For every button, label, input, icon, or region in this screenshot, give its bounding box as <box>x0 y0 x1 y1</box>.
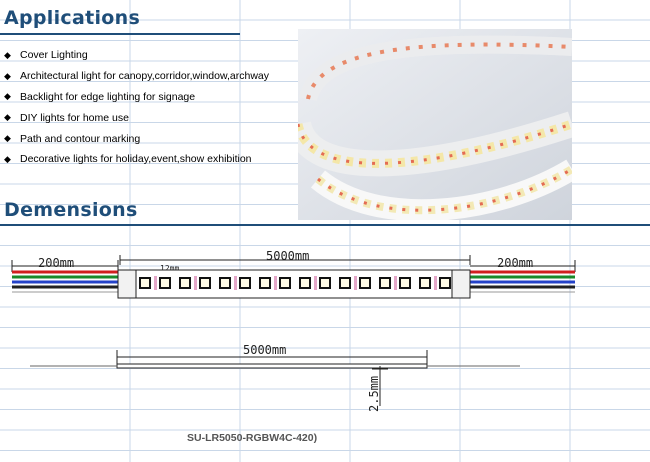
application-text: Cover Lighting <box>20 49 88 62</box>
led-chip <box>279 277 291 289</box>
diamond-bullet-icon: ◆ <box>4 91 11 102</box>
dimension-drawing: 200mm 5000mm 200mm 12mm 5000mm 2.5mm <box>11 249 576 412</box>
led-chip <box>199 277 211 289</box>
led-chip <box>399 277 411 289</box>
application-text: Backlight for edge lighting for signage <box>20 90 196 103</box>
led-chip <box>439 277 451 289</box>
segment-label: 12mm <box>160 264 179 273</box>
led-chip <box>259 277 271 289</box>
left-wires <box>12 270 118 293</box>
application-text: Decorative lights for holiday,event,show… <box>20 153 252 166</box>
strip-length-label: 5000mm <box>266 249 309 263</box>
diamond-bullet-icon: ◆ <box>4 70 11 81</box>
thickness-label: 2.5mm <box>367 376 381 412</box>
application-text: DIY lights for home use <box>20 111 129 124</box>
lead-left-label: 200mm <box>38 256 74 270</box>
led-chip <box>299 277 311 289</box>
diamond-bullet-icon: ◆ <box>4 153 11 164</box>
list-item: ◆ Cover Lighting <box>4 45 269 66</box>
led-strip-photo <box>298 29 572 220</box>
resistor <box>274 276 277 290</box>
led-chip <box>359 277 371 289</box>
applications-heading: Applications <box>4 7 141 29</box>
led-chip <box>159 277 171 289</box>
application-text: Architectural light for canopy,corridor,… <box>20 70 270 83</box>
led-chip <box>239 277 251 289</box>
applications-list: ◆ Cover Lighting ◆ Architectural light for… <box>4 45 269 170</box>
resistor <box>434 276 437 290</box>
diamond-bullet-icon: ◆ <box>4 49 11 60</box>
dimensions-underline <box>0 224 650 226</box>
resistor <box>354 276 357 290</box>
led-chips <box>139 276 451 290</box>
resistor <box>234 276 237 290</box>
diamond-bullet-icon: ◆ <box>4 112 11 123</box>
right-end-cap <box>451 269 471 299</box>
dimensions-heading: Demensions <box>4 199 138 221</box>
led-chip <box>379 277 391 289</box>
left-end-cap <box>117 269 137 299</box>
list-item: ◆ Architectural light for canopy,corridor… <box>4 66 269 87</box>
led-chip <box>339 277 351 289</box>
resistor <box>154 276 157 290</box>
resistor <box>194 276 197 290</box>
resistor <box>314 276 317 290</box>
resistor <box>394 276 397 290</box>
led-chip <box>139 277 151 289</box>
right-wires <box>470 270 575 293</box>
application-text: Path and contour marking <box>20 132 141 145</box>
led-chip <box>219 277 231 289</box>
lead-right-label: 200mm <box>497 256 533 270</box>
diamond-bullet-icon: ◆ <box>4 133 11 144</box>
list-item: ◆ Decorative lights for holiday,event,sho… <box>4 149 269 170</box>
side-length-label: 5000mm <box>243 343 286 357</box>
list-item: ◆ Path and contour marking <box>4 128 269 149</box>
led-chip <box>319 277 331 289</box>
list-item: ◆ Backlight for edge lighting for signage <box>4 87 269 108</box>
applications-underline <box>0 33 240 35</box>
list-item: ◆ DIY lights for home use <box>4 107 269 128</box>
led-chip <box>419 277 431 289</box>
model-number: SU-LR5050-RGBW4C-420) <box>187 432 318 444</box>
strip-body <box>117 269 471 299</box>
led-chip <box>179 277 191 289</box>
